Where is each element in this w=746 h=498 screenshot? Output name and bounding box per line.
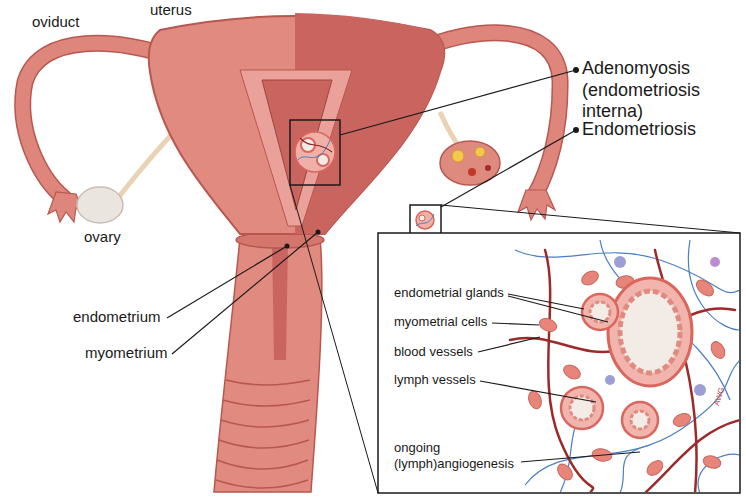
leader-dot xyxy=(316,230,321,235)
lesion-lymph xyxy=(298,140,330,160)
cervical-canal xyxy=(272,240,288,360)
ruga xyxy=(226,380,310,385)
lesion-lymph xyxy=(416,214,434,226)
leader-lines xyxy=(167,70,640,462)
leader-dots xyxy=(285,67,580,249)
zoom-lines xyxy=(290,185,740,493)
endometrial-glands xyxy=(561,278,692,438)
zoom-box xyxy=(290,120,340,185)
follicle xyxy=(468,168,476,176)
lesion-gland xyxy=(419,215,425,221)
endometriosis-lesion xyxy=(416,211,434,229)
part-label: AWG xyxy=(712,386,727,407)
follicle xyxy=(485,165,491,171)
gland-wall xyxy=(582,294,618,330)
lymph-vessels xyxy=(515,240,739,492)
immune-cell xyxy=(710,257,720,267)
ruga xyxy=(217,460,308,469)
part-label: ovary xyxy=(84,228,121,246)
leader-line xyxy=(167,246,287,318)
part-label: lymph vessels xyxy=(392,372,478,388)
myometrial-cell xyxy=(702,454,722,470)
myometrial-cells xyxy=(526,268,727,482)
myometrial-cell xyxy=(644,458,666,479)
leader-dot xyxy=(573,67,579,73)
gland-wall xyxy=(608,278,692,386)
zoom-box xyxy=(410,205,441,236)
leader-line xyxy=(508,294,584,309)
ruga xyxy=(223,400,310,406)
leader-line xyxy=(480,381,596,402)
ruga xyxy=(221,420,309,427)
part-label: endometrium xyxy=(73,308,161,326)
leader-line xyxy=(478,337,540,352)
myometrial-cell xyxy=(693,277,716,299)
lymph-vessel xyxy=(688,240,739,330)
lesion-ground xyxy=(295,132,335,172)
myometrial-cell xyxy=(537,316,558,333)
gland-lumen xyxy=(620,291,680,373)
lymph-vessel xyxy=(698,454,739,492)
leader-line xyxy=(520,452,640,462)
myometrial-cell xyxy=(671,411,692,428)
leader-line xyxy=(172,232,318,354)
myometrial-cell xyxy=(708,339,727,361)
inset-panel xyxy=(378,233,740,493)
blood-vessels xyxy=(510,250,739,492)
myometrial-cell xyxy=(555,461,576,483)
part-label: Endometriosis xyxy=(582,119,696,141)
zoom-line xyxy=(290,185,378,493)
blood-vessel xyxy=(545,250,593,492)
ruga xyxy=(219,440,309,448)
inset-tissue xyxy=(510,240,739,492)
immune-cell xyxy=(605,375,615,385)
immune-cells xyxy=(605,256,720,396)
part-label: endometrial glands xyxy=(392,285,506,301)
vaginal-rugae xyxy=(216,380,310,488)
myometrial-cell xyxy=(579,268,601,287)
lesion-ground xyxy=(416,211,434,229)
part-label: uterus xyxy=(150,1,192,19)
gland-lumen xyxy=(590,302,610,322)
leader-line xyxy=(508,296,608,322)
ruga xyxy=(216,480,308,488)
endometrium-layer xyxy=(240,70,352,226)
gland-wall xyxy=(622,402,658,438)
gland-wall xyxy=(561,387,603,429)
part-label: blood vessels xyxy=(392,344,475,360)
blood-vessel xyxy=(645,420,739,492)
follicle xyxy=(452,150,464,162)
part-label: myometrial cells xyxy=(392,314,489,330)
vagina xyxy=(214,238,322,492)
lymph-vessel xyxy=(600,240,730,400)
leader-dot xyxy=(285,244,290,249)
immune-cell xyxy=(694,384,706,396)
left-ovary xyxy=(77,187,123,223)
part-label: oviduct xyxy=(32,13,80,31)
leader-dot xyxy=(573,127,579,133)
myometrial-cell xyxy=(561,362,583,381)
leader-line xyxy=(441,130,576,207)
leader-line xyxy=(492,323,539,325)
adenomyosis-lesion xyxy=(295,132,335,172)
lesion-vessel xyxy=(300,138,332,152)
immune-cell xyxy=(614,256,626,268)
part-label: Adenomyosis (endometriosis interna) xyxy=(582,58,732,123)
gland-lumen xyxy=(631,411,649,429)
follicle xyxy=(475,147,485,157)
part-label: ongoing (lymph)angiogenesis xyxy=(392,440,521,471)
zoom-line xyxy=(441,205,740,233)
part-label: myometrium xyxy=(85,344,168,362)
leader-line xyxy=(340,70,576,135)
